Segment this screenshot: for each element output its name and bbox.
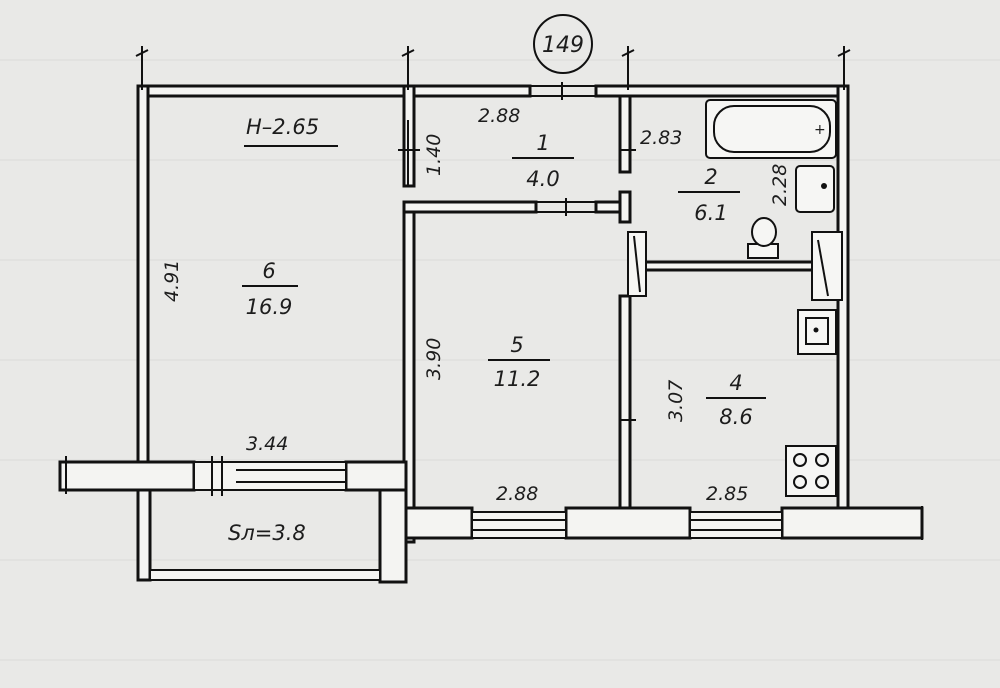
kitchen-sink-icon [797,309,837,355]
room2-area: 6.1 [694,201,727,225]
windows [149,456,783,581]
axis-ticks [65,46,923,540]
top-wall-right [594,84,848,98]
room5-width-dim: 2.88 [496,483,538,505]
toilet-icon [747,217,779,259]
room2-height-dim: 2.28 [769,164,791,206]
bottom-wall-5 [402,506,474,540]
window-room5 [471,511,567,539]
room1-height-dim: 1.40 [423,134,445,176]
room4-area: 8.6 [719,405,752,429]
room6-area: 16.9 [246,295,293,319]
room5-area: 11.2 [494,367,541,391]
room5-height-dim: 3.90 [423,338,445,380]
balcony-area: Sл=3.8 [228,521,306,545]
window-room4 [689,511,783,539]
stove-icon [785,445,837,497]
window-room6 [193,461,347,491]
sink-icon [795,165,835,213]
wall-5-4-mid [618,190,632,224]
door-leaf-kitchen [811,231,843,301]
left-wall [136,84,150,466]
bottom-wall-5b [564,506,692,540]
room4-number: 4 [729,371,742,395]
bottom-wall-mid [344,460,408,492]
wall-1-5 [402,200,538,214]
bottom-wall-4 [780,506,924,540]
room1-width-dim: 2.88 [478,105,520,127]
balcony-wall-right [378,488,408,584]
bathtub-icon: + [705,99,837,159]
balcony-rail [149,569,381,581]
wall-2-4 [638,260,816,272]
room6-height-dim: 4.91 [161,260,183,302]
balcony-wall-left [136,488,152,582]
room2-number: 2 [704,165,717,189]
room1-number: 1 [536,131,549,155]
room5-number: 5 [510,333,523,357]
room4-height-dim: 3.07 [665,380,687,422]
background-grid [0,59,1000,661]
apartment-number-badge: 149 [533,14,593,74]
doors [398,82,636,421]
room6-number: 6 [262,259,275,283]
svg-text:+: + [814,122,826,138]
wall-5-4 [618,94,632,174]
room1-area: 4.0 [526,167,559,191]
door-leaf-bathroom [627,231,647,297]
room4-width-dim: 2.85 [706,483,748,505]
top-wall [140,84,532,98]
wall-5-4-lower [618,294,632,514]
room2-width-dim: 2.83 [640,127,682,149]
bottom-wall-left [58,460,196,492]
apartment-number: 149 [542,33,584,58]
room6-width-dim: 3.44 [246,433,288,455]
ceiling-height: H–2.65 [246,115,319,139]
